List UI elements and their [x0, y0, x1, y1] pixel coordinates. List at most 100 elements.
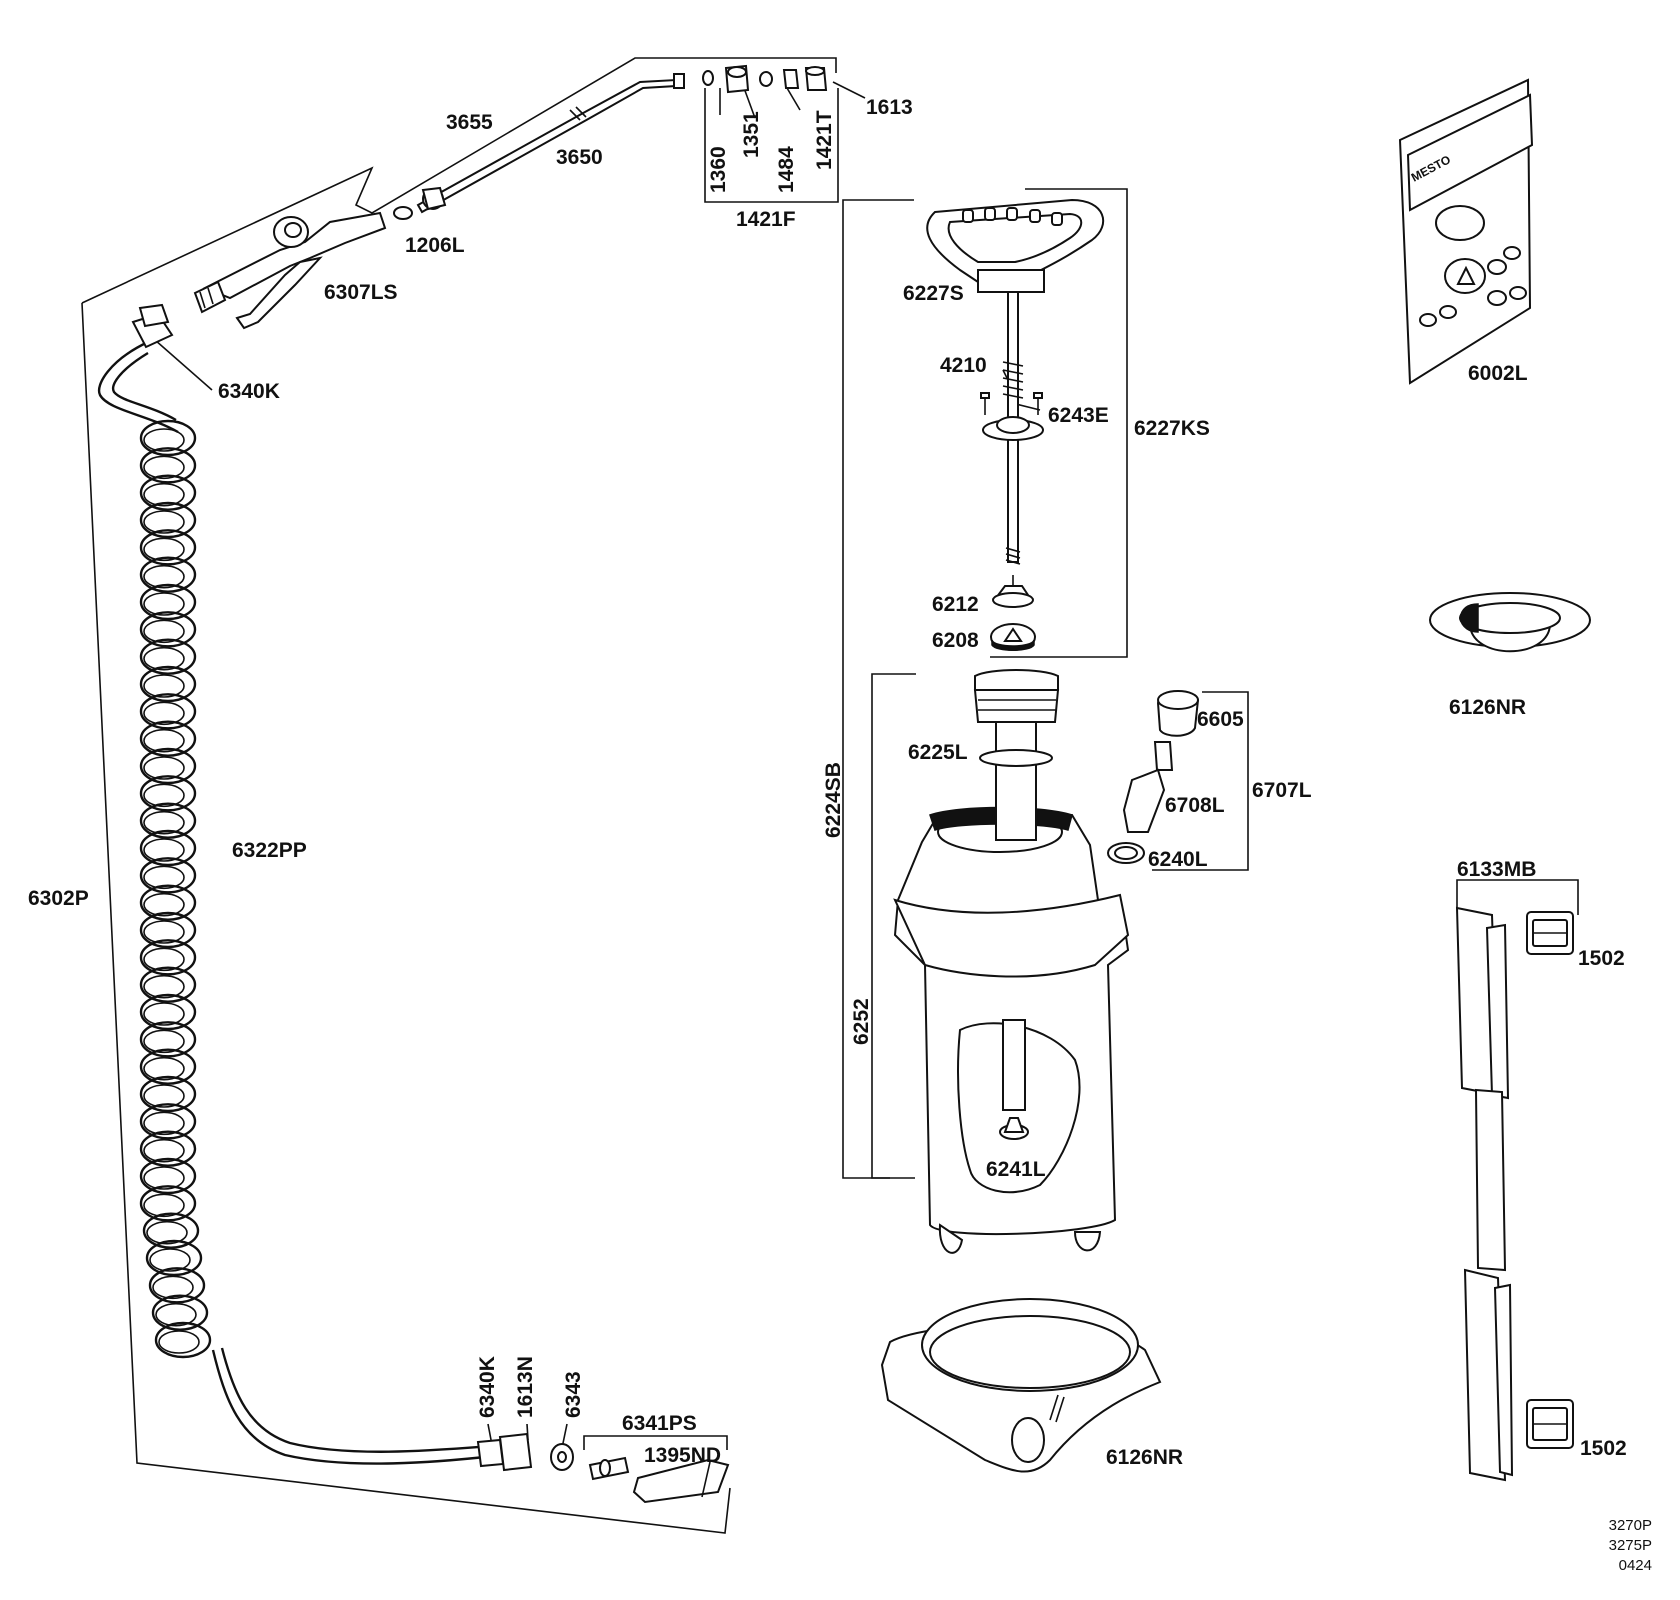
buckle-1502-bottom: [1526, 1399, 1574, 1449]
hose-coil-loop: [139, 1185, 197, 1222]
hose-coil-loop: [139, 638, 197, 675]
lance-tube: [416, 73, 685, 214]
label-6605: 6605: [1197, 708, 1244, 731]
hose-coil-inner: [143, 810, 185, 835]
label-6322PP: 6322PP: [232, 839, 307, 862]
bracket-6133MB: [1456, 879, 1579, 915]
label-1502-bottom: 1502: [1580, 1437, 1627, 1460]
label-1613N: 1613N: [514, 1356, 537, 1418]
hose-coil-inner: [143, 865, 185, 890]
hose-coil-inner: [143, 1029, 185, 1054]
hose-coil-loop: [139, 884, 197, 921]
hose-coil-loop: [145, 1239, 203, 1277]
hose-coil-inner: [149, 1248, 191, 1272]
hose-coil-loop: [139, 802, 197, 839]
hose-coil-loop: [139, 911, 197, 949]
label-6002L: 6002L: [1468, 362, 1528, 385]
label-6126NR-base: 6126NR: [1106, 1446, 1183, 1469]
valve-6212: [992, 575, 1034, 608]
cap-ring-6126NR: [1429, 592, 1591, 653]
lance-fitting-1206L-parts: [393, 186, 447, 220]
group-outline-6302P: [81, 57, 837, 1534]
label-6225L: 6225L: [908, 741, 968, 764]
hose-coil-loop: [139, 939, 197, 976]
hose-coil-inner: [143, 510, 185, 534]
hose-coil-inner: [143, 537, 185, 562]
hose-coil-loop: [139, 775, 197, 812]
hose-coil-inner: [155, 1302, 197, 1327]
pump-cylinder-6225L: [973, 669, 1060, 841]
hose-ends: [97, 303, 574, 1472]
hose-coil-inner: [143, 920, 185, 944]
hose-coil-inner: [143, 1193, 185, 1218]
bracket-6707L: [1152, 691, 1249, 871]
tank-body: [893, 806, 1130, 1254]
hose-coil-inner: [143, 701, 185, 726]
label-6343: 6343: [562, 1371, 585, 1418]
hose-coil-loop: [139, 447, 197, 484]
hose-coil-loop: [139, 829, 197, 867]
label-6307LS: 6307LS: [324, 281, 398, 304]
label-6708L: 6708L: [1165, 794, 1225, 817]
nozzle-parts: [702, 64, 828, 94]
label-6208: 6208: [932, 629, 979, 652]
hose-coil-loop: [139, 583, 197, 621]
hose-coil-loop: [139, 1021, 197, 1058]
hose-coil-inner: [143, 728, 185, 753]
label-6252: 6252: [850, 998, 873, 1045]
label-3655: 3655: [446, 111, 493, 134]
hose-coil-loop: [139, 501, 197, 539]
label-6241L: 6241L: [986, 1158, 1046, 1181]
label-1360: 1360: [707, 146, 730, 193]
model-code-1: 3270P: [1609, 1517, 1652, 1534]
hose-coil-inner: [146, 1220, 188, 1245]
label-1206L: 1206L: [405, 234, 465, 257]
model-code-3: 0424: [1619, 1557, 1652, 1574]
hose-coil-loop: [151, 1294, 209, 1331]
hose-coil-inner: [143, 838, 185, 862]
label-6340K-bottom: 6340K: [476, 1356, 499, 1418]
hose-coil-loop: [139, 1157, 197, 1195]
hose-coil-inner: [143, 619, 185, 644]
hose-coil-loop: [139, 529, 197, 566]
hose-coil-loop: [139, 474, 197, 511]
hose-coil-inner: [143, 455, 185, 480]
bracket-6252: [871, 673, 916, 1179]
trigger-gun: [193, 211, 387, 330]
hose-coil-loop: [139, 419, 197, 457]
carrying-strap: [1455, 906, 1514, 1482]
part-labels: 3655 3650 1360 1351 1484 1421T 1613 1421…: [28, 96, 1627, 1469]
hose-coil-inner: [143, 892, 185, 917]
instruction-card: MESTO: [1398, 78, 1534, 385]
hose-coil-loop: [139, 720, 197, 757]
hose-coil-inner: [143, 482, 185, 507]
hose-coil-inner: [152, 1275, 194, 1300]
hose-coil-loop: [139, 556, 197, 593]
hose-coil-loop: [139, 1130, 197, 1167]
hose-coil-inner: [158, 1330, 200, 1354]
label-6302P: 6302P: [28, 887, 89, 910]
filter-parts: [588, 1456, 730, 1504]
label-6707L: 6707L: [1252, 779, 1312, 802]
hose-coil-loop: [139, 611, 197, 648]
hose-coil-inner: [143, 564, 185, 589]
hose-coil-inner: [143, 756, 185, 780]
hose-coil-inner: [143, 974, 185, 999]
pump-handle: [926, 198, 1105, 293]
hose-coil-inner: [143, 1138, 185, 1163]
coiled-hose: [139, 419, 212, 1359]
label-1484: 1484: [775, 146, 798, 193]
buckle-1502-top: [1526, 911, 1574, 955]
hose-coil-inner: [143, 646, 185, 671]
label-6341PS: 6341PS: [622, 1412, 697, 1435]
hose-coil-loop: [148, 1267, 206, 1304]
bracket-6224SB: [842, 199, 914, 1179]
label-3650: 3650: [556, 146, 603, 169]
hose-coil-inner: [143, 1111, 185, 1136]
label-6243E: 6243E: [1048, 404, 1109, 427]
tank-base: [880, 1298, 1162, 1473]
label-6133MB: 6133MB: [1457, 858, 1536, 881]
label-4210: 4210: [940, 354, 987, 377]
label-1395ND: 1395ND: [644, 1444, 721, 1467]
